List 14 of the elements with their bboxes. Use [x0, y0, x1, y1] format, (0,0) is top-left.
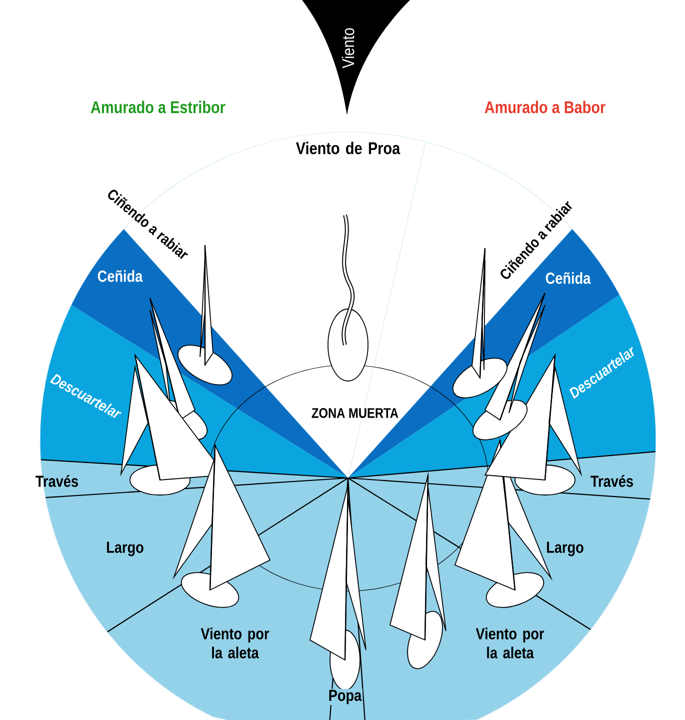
- sector-label: Través: [590, 475, 633, 487]
- sector-label: Ceñida: [546, 272, 591, 284]
- sector-label: ZONA MUERTA: [312, 408, 398, 418]
- sector-label: Popa: [327, 688, 363, 706]
- sector-label: Amurado a Estribor: [90, 100, 226, 114]
- sector-label: Través: [36, 475, 78, 487]
- sector-label: Viento de Proa: [296, 142, 400, 154]
- sector-label: Viento por la aleta: [476, 628, 544, 658]
- sector-label: Ceñida: [98, 270, 143, 282]
- sector-label: Viento por la aleta: [200, 628, 270, 658]
- wind-pennant: Viento: [302, 0, 410, 115]
- sector-label: Largo: [107, 542, 144, 556]
- sector-label: Largo: [547, 542, 584, 556]
- sector-label: Amurado a Babor: [484, 100, 606, 114]
